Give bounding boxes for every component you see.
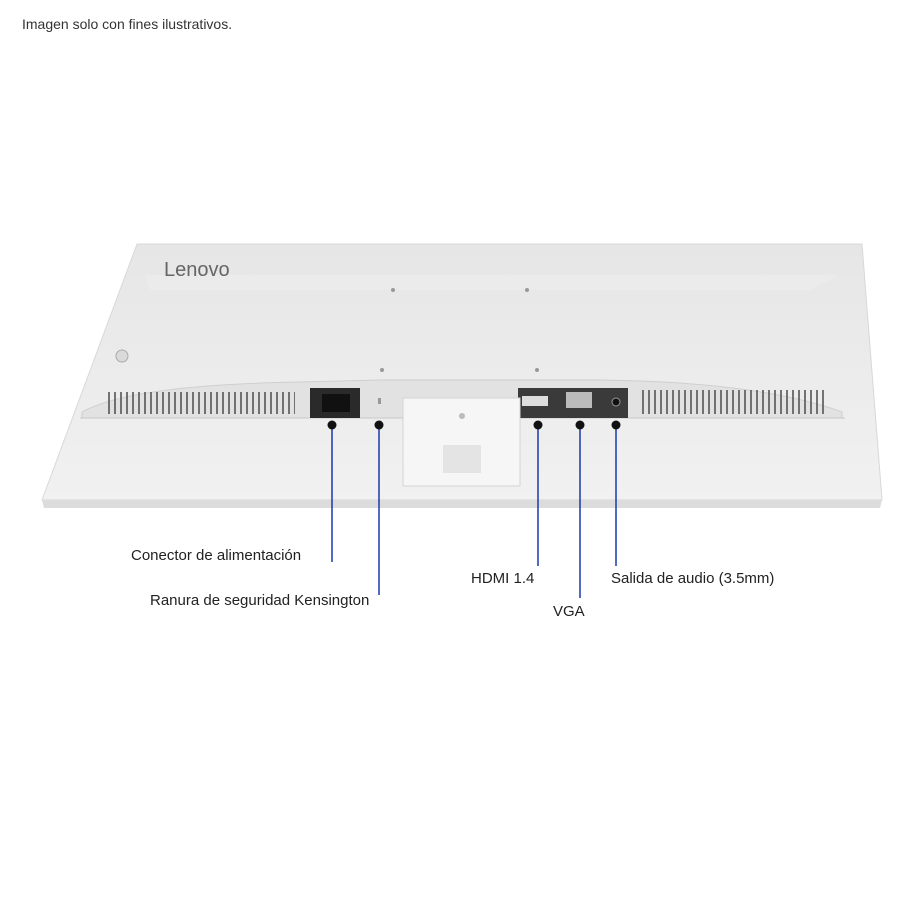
callout-dot-hdmi bbox=[533, 420, 543, 430]
callout-label-audio: Salida de audio (3.5mm) bbox=[611, 570, 775, 587]
disclaimer-text: Imagen solo con fines ilustrativos. bbox=[22, 16, 233, 32]
brand-logo: Lenovo bbox=[164, 259, 230, 281]
callout-dot-kensington bbox=[374, 420, 384, 430]
stand-mount bbox=[402, 397, 521, 487]
vga-port bbox=[566, 392, 592, 408]
callout-dot-vga bbox=[575, 420, 585, 430]
leader-lines bbox=[331, 425, 617, 598]
hdmi-port bbox=[522, 396, 548, 406]
kensington-slot bbox=[378, 398, 381, 404]
callout-dot-power bbox=[327, 420, 337, 430]
callout-label-hdmi: HDMI 1.4 bbox=[471, 570, 535, 587]
callout-label-power: Conector de alimentación bbox=[131, 547, 302, 564]
monitor-back bbox=[41, 243, 883, 508]
callout-label-kensington: Ranura de seguridad Kensington bbox=[150, 592, 370, 609]
callout-label-vga: VGA bbox=[553, 603, 585, 620]
audio-port bbox=[611, 397, 621, 407]
callout-dot-audio bbox=[611, 420, 621, 430]
